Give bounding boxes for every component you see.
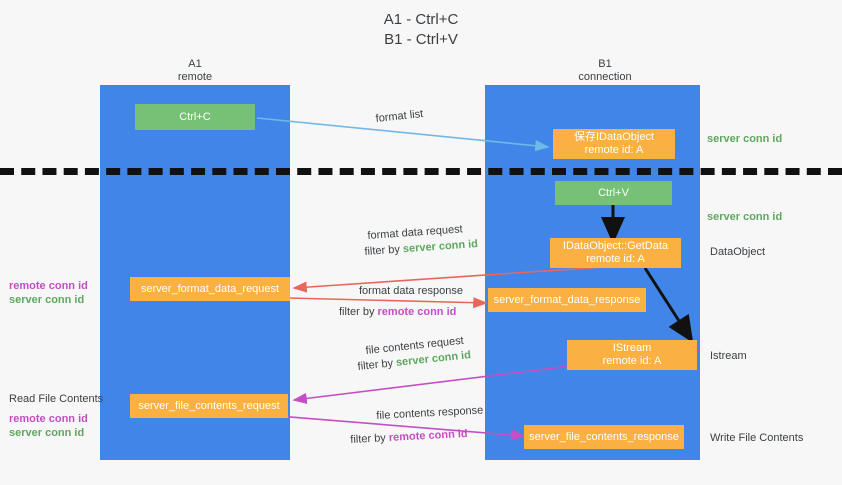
filter-prefix: filter by [364,243,404,258]
node-save-idataobject[interactable]: 保存IDataObject remote id: A [553,129,675,159]
filter-prefix: filter by [339,306,378,318]
filter-prefix: filter by [357,356,397,373]
node-ctrl-c[interactable]: Ctrl+C [135,104,255,130]
edge-label-format-data-response: format data response [359,284,463,299]
node-server-format-data-response[interactable]: server_format_data_response [488,288,646,312]
page-title: A1 - Ctrl+C B1 - Ctrl+V [383,11,459,48]
annotation-server-conn-id-second: server conn id [707,211,783,223]
annotation-read-file-contents: Read File Contents [9,393,104,405]
column-header-b1: B1 connection [578,58,632,83]
node-idataobject-getdata[interactable]: IDataObject::GetData remote id: A [550,238,681,268]
legend-remote-conn-id-upper: remote conn id [9,280,88,292]
annotation-server-conn-id-top: server conn id [707,133,783,145]
legend-remote-conn-id-lower: remote conn id [9,413,88,425]
legend-server-conn-id-upper: server conn id [9,294,85,306]
edge-label-file-contents-response-filter: filter by remote conn id [350,427,468,448]
node-server-format-data-request[interactable]: server_format_data_request [130,277,290,301]
column-header-a1: A1 remote [177,58,213,83]
legend-conn-ids-lower: remote conn id server conn id [9,412,88,440]
node-server-file-contents-request[interactable]: server_file_contents_request [130,394,288,418]
node-ctrl-v[interactable]: Ctrl+V [555,181,672,205]
annotation-write-file-contents: Write File Contents [710,432,804,444]
edge-label-format-data-response-text: format data response [359,285,463,297]
edge-label-file-contents-response: file contents response [376,403,484,424]
node-istream[interactable]: IStream remote id: A [567,340,697,370]
legend-conn-ids-upper: remote conn id server conn id [9,279,88,307]
edge-label-format-list: format list [375,108,424,125]
filter-value-server-conn-id: server conn id [402,238,479,256]
filter-value-remote-conn-id: remote conn id [388,427,468,444]
annotation-dataobject: DataObject [710,246,766,258]
filter-value-remote-conn-id: remote conn id [377,306,457,318]
dashed-divider [0,168,842,175]
node-server-file-contents-response[interactable]: server_file_contents_response [524,425,684,449]
annotation-istream: Istream [710,350,747,362]
edge-label-file-contents-response-text: file contents response [376,404,484,422]
edge-label-format-data-response-filter: filter by remote conn id [339,305,456,320]
legend-server-conn-id-lower: server conn id [9,427,85,439]
filter-prefix: filter by [350,431,390,446]
